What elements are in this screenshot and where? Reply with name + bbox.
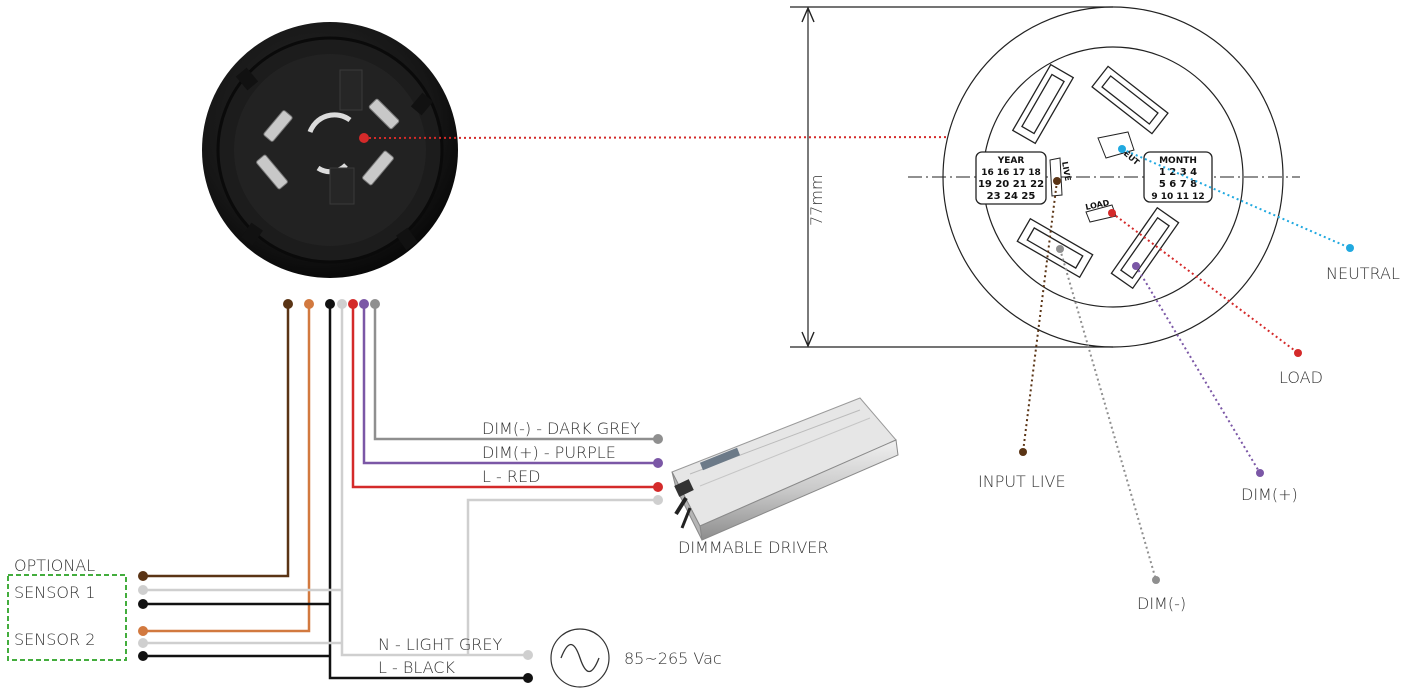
ac-supply-icon <box>550 628 610 688</box>
svg-text:5 6 7 8: 5 6 7 8 <box>1159 179 1197 190</box>
sensor-photo <box>202 22 458 278</box>
dim-minus-wire-label: DIM(-) - DARK GREY <box>482 419 640 438</box>
n-light-grey-label: N - LIGHT GREY <box>378 635 502 654</box>
dim-minus-label: DIM(-) <box>1137 594 1186 613</box>
sensor2-label: SENSOR 2 <box>14 630 95 649</box>
l-red-wire-label: L - RED <box>482 467 540 486</box>
input-live-label: INPUT LIVE <box>978 472 1066 491</box>
dimmable-driver-image <box>671 397 899 541</box>
svg-text:16 16 17 18: 16 16 17 18 <box>981 168 1041 178</box>
svg-text:23 24 25: 23 24 25 <box>987 191 1036 202</box>
socket-drawing: YEAR 16 16 17 18 19 20 21 22 23 24 25 MO… <box>790 6 1300 348</box>
year-mark-block: YEAR 16 16 17 18 19 20 21 22 23 24 25 <box>975 151 1047 205</box>
wires <box>143 304 658 680</box>
supply-voltage: 85~265 Vac <box>624 649 722 668</box>
driver-label: DIMMABLE DRIVER <box>678 538 829 557</box>
month-mark-block: MONTH 1 2 3 4 5 6 7 8 9 10 11 12 <box>1143 151 1213 203</box>
svg-text:9 10 11 12: 9 10 11 12 <box>1151 192 1204 202</box>
sensor-group-box <box>7 574 127 661</box>
svg-text:LIVE: LIVE <box>1060 161 1072 182</box>
dimension-label: 77mm <box>807 174 826 226</box>
svg-text:YEAR: YEAR <box>997 156 1025 166</box>
load-label: LOAD <box>1279 368 1323 387</box>
optional-label: OPTIONAL <box>14 556 95 575</box>
sensor1-label: SENSOR 1 <box>14 583 95 602</box>
svg-text:MONTH: MONTH <box>1159 156 1197 166</box>
dim-plus-wire-label: DIM(+) - PURPLE <box>482 443 616 462</box>
dim-plus-label: DIM(+) <box>1241 485 1298 504</box>
socket-callouts <box>1019 145 1354 584</box>
wire-dots <box>138 299 663 683</box>
neutral-label: NEUTRAL <box>1326 264 1400 283</box>
l-black-label: L - BLACK <box>378 658 455 677</box>
svg-text:19 20 21 22: 19 20 21 22 <box>978 179 1044 190</box>
